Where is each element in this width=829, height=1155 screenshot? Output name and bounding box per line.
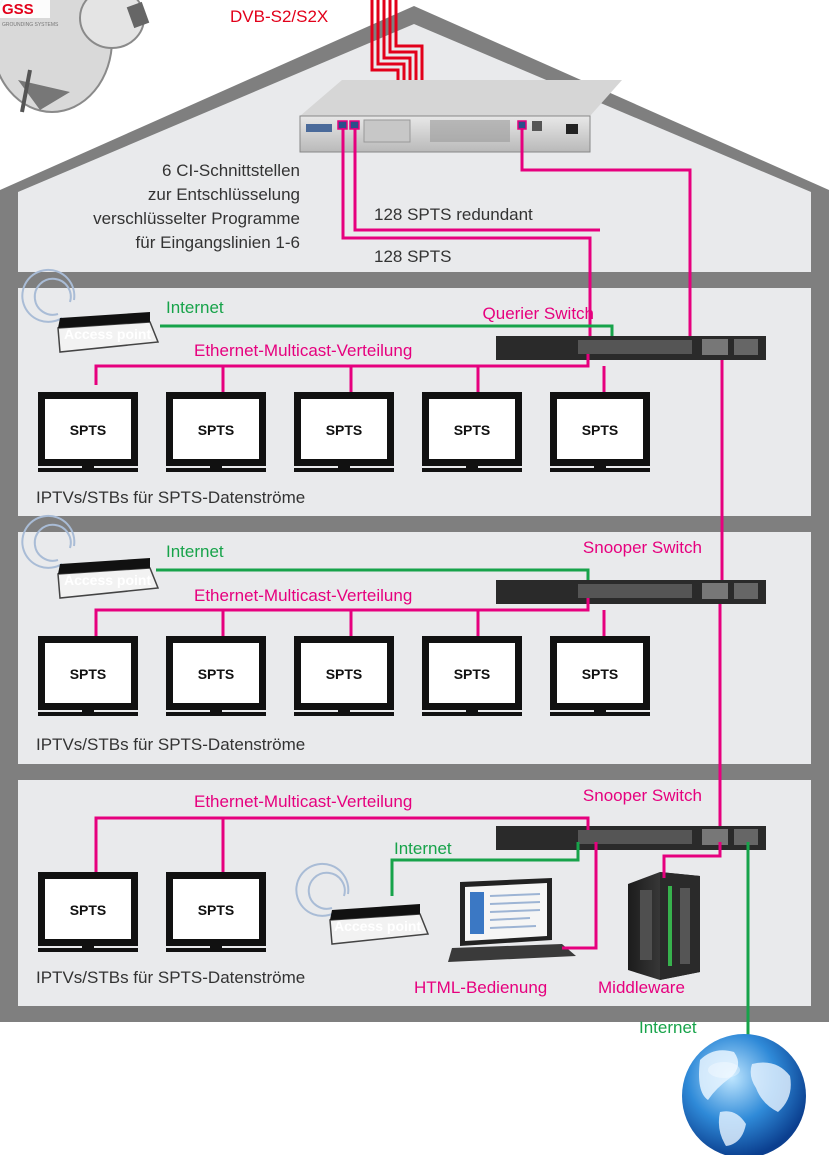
internet-link-3 — [390, 842, 580, 896]
redundant-stream-label: 128 SPTS redundant — [374, 205, 533, 224]
internet-label-3: Internet — [394, 839, 452, 858]
distribution-label-2: Ethernet-Multicast-Verteilung — [194, 586, 412, 605]
network-switch-2 — [496, 580, 766, 604]
internet-label-1: Internet — [166, 298, 224, 317]
tv-label: SPTS — [70, 902, 107, 918]
snooper-switch-label-1: Snooper Switch — [583, 538, 702, 557]
access-point-1: Access point — [21, 268, 160, 353]
tv-label: SPTS — [198, 666, 235, 682]
access-point-3: Access point — [295, 862, 430, 945]
tv-caption-3: IPTVs/STBs für SPTS-Datenströme — [36, 968, 305, 987]
ci-port-2 — [349, 120, 360, 130]
tv-label: SPTS — [198, 902, 235, 918]
tv-label: SPTS — [70, 666, 107, 682]
headend-unit — [299, 80, 622, 153]
satellite-input-cables — [370, 0, 424, 82]
tv-monitor: SPTS — [294, 636, 394, 716]
ci-description: 6 CI-Schnittstellen zur Entschlüsselung … — [93, 161, 300, 252]
brand-logo: GSS — [2, 1, 34, 18]
tv-label: SPTS — [70, 422, 107, 438]
tv-label: SPTS — [582, 666, 619, 682]
svg-text:zur Entschlüsselung: zur Entschlüsselung — [148, 185, 300, 204]
spts-stream-label: 128 SPTS — [374, 247, 452, 266]
access-point-2: Access point — [21, 514, 160, 599]
distribution-label-1: Ethernet-Multicast-Verteilung — [194, 341, 412, 360]
globe-internet-label: Internet — [639, 1018, 697, 1037]
multicast-bus-1 — [94, 354, 590, 385]
tv-monitor: SPTS — [38, 636, 138, 716]
tv-monitor: SPTS — [38, 392, 138, 472]
tv-label: SPTS — [326, 422, 363, 438]
tv-label: SPTS — [198, 422, 235, 438]
tv-monitor: SPTS — [550, 636, 650, 716]
tv-monitor: SPTS — [166, 636, 266, 716]
html-control-label: HTML-Bedienung — [414, 978, 547, 997]
tv-caption-2: IPTVs/STBs für SPTS-Datenströme — [36, 735, 305, 754]
multicast-bus-2 — [94, 598, 590, 636]
floor-3: Snooper Switch Ethernet-Multicast-Vertei… — [36, 786, 766, 997]
brand-subtitle: GROUNDING SYSTEMS — [2, 22, 59, 28]
management-port — [517, 120, 527, 130]
middleware-label: Middleware — [598, 978, 685, 997]
tv-label: SPTS — [454, 666, 491, 682]
querier-switch-label: Querier Switch — [483, 304, 594, 323]
svg-text:für Eingangslinien 1-6: für Eingangslinien 1-6 — [136, 233, 300, 252]
tv-monitor: SPTS — [422, 392, 522, 472]
tv-monitor: SPTS — [294, 392, 394, 472]
tv-label: SPTS — [454, 422, 491, 438]
tv-monitor: SPTS — [38, 872, 138, 952]
floor-1: Access point Internet Querier Switch Eth… — [21, 268, 766, 507]
house-outline — [0, 6, 829, 1022]
network-switch-1 — [496, 336, 766, 360]
globe-icon — [682, 1034, 806, 1155]
network-switch-3 — [496, 826, 766, 850]
distribution-label-3: Ethernet-Multicast-Verteilung — [194, 792, 412, 811]
snooper-switch-label-2: Snooper Switch — [583, 786, 702, 805]
laptop-link — [562, 842, 598, 950]
tv-layer: SPTS SPTS SPTS SPTS SPTS SPTS SPTS SPTS SPTS SPTS… — [38, 392, 650, 952]
multicast-bus-3 — [94, 816, 590, 872]
laptop-icon — [448, 878, 576, 962]
tv-monitor: SPTS — [550, 392, 650, 472]
satellite-dish-icon: GSS GROUNDING SYSTEMS — [0, 0, 150, 113]
middleware-link — [662, 842, 722, 878]
tv-monitor: SPTS — [166, 872, 266, 952]
tv-caption-1: IPTVs/STBs für SPTS-Datenströme — [36, 488, 305, 507]
tv-label: SPTS — [326, 666, 363, 682]
svg-text:6 CI-Schnittstellen: 6 CI-Schnittstellen — [162, 161, 300, 180]
floor-2: Access point Internet Snooper Switch Eth… — [21, 514, 766, 754]
internet-label-2: Internet — [166, 542, 224, 561]
tv-label: SPTS — [582, 422, 619, 438]
dvb-input-label: DVB-S2/S2X — [230, 7, 328, 26]
svg-text:verschlüsselter Programme: verschlüsselter Programme — [93, 209, 300, 228]
svg-text:Access point: Access point — [64, 572, 151, 588]
tv-monitor: SPTS — [166, 392, 266, 472]
svg-text:Access point: Access point — [334, 918, 421, 934]
middleware-server-icon — [628, 872, 700, 980]
tv-monitor: SPTS — [422, 636, 522, 716]
ci-port-1 — [337, 120, 348, 130]
svg-text:Access point: Access point — [64, 326, 151, 342]
